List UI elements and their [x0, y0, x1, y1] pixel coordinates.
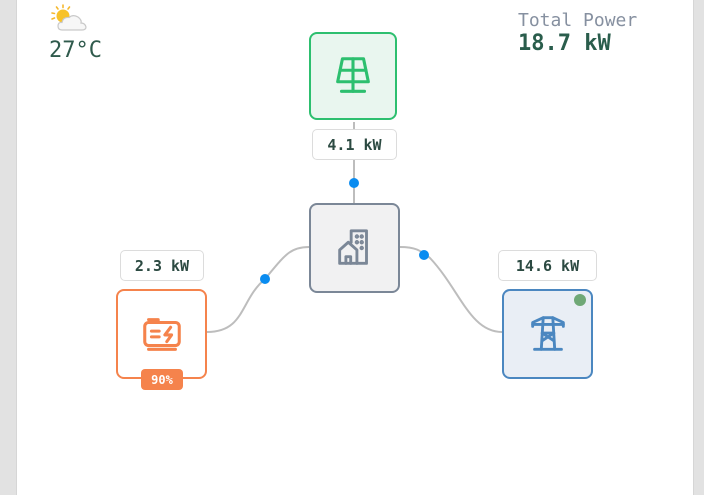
battery-charge-badge: 90% [141, 369, 183, 390]
temperature: 27°C [49, 38, 102, 63]
solar-node[interactable] [309, 32, 397, 120]
solar-flow-dot [349, 178, 359, 188]
grid-flow-dot [419, 250, 429, 260]
total-power-label: Total Power [518, 10, 638, 31]
battery-node[interactable] [116, 289, 207, 379]
home-building-icon [337, 229, 368, 265]
grid-status-indicator [574, 294, 586, 306]
battery-flow-dot [260, 274, 270, 284]
battery-power-label: 2.3 kW [120, 250, 204, 281]
grid-power-label: 14.6 kW [498, 250, 597, 281]
partly-sunny-icon [51, 4, 87, 31]
battery-flow-line [206, 246, 310, 333]
solar-panel-icon [336, 57, 370, 93]
grid-flow-line [399, 246, 503, 333]
battery-charging-icon [142, 318, 181, 351]
power-tower-icon [530, 316, 565, 351]
home-node[interactable] [309, 203, 400, 293]
total-power-value: 18.7 kW [518, 31, 611, 56]
total-power: Total Power 18.7 kW [518, 10, 637, 56]
solar-power-label: 4.1 kW [312, 129, 397, 160]
